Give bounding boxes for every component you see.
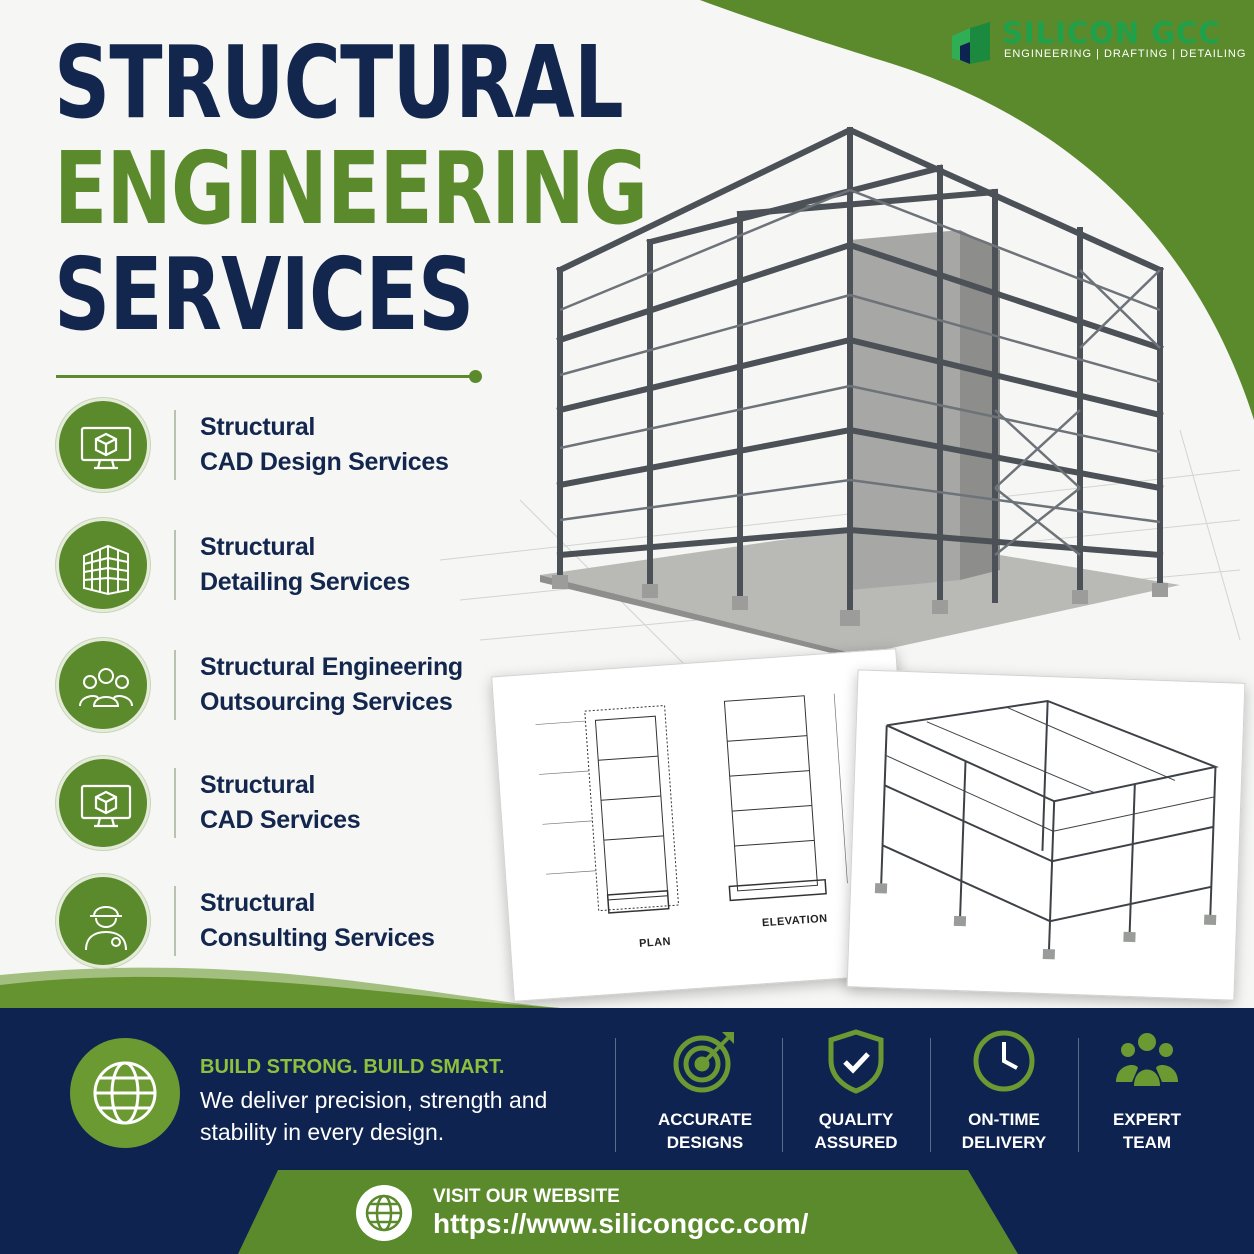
page-title: STRUCTURAL ENGINEERING SERVICES: [54, 30, 815, 348]
clock-icon: [973, 1030, 1035, 1092]
service-item-consulting[interactable]: Structural Consulting Services: [56, 874, 486, 970]
feature-line-2: ASSURED: [814, 1133, 898, 1152]
monitor-cube-icon: [80, 784, 132, 828]
target-icon: [673, 1032, 734, 1093]
feature-quality-assured: QUALITY ASSURED: [781, 1028, 931, 1158]
service-line-1: Structural: [200, 533, 316, 561]
slogan-headline: BUILD STRONG. BUILD SMART.: [200, 1056, 505, 1078]
feature-line-1: ON-TIME: [968, 1110, 1040, 1129]
service-line-1: Structural Engineering: [200, 653, 463, 681]
feature-expert-team: EXPERT TEAM: [1072, 1028, 1222, 1158]
brand-logo[interactable]: SILICON GCC ENGINEERING | DRAFTING | DET…: [946, 16, 1246, 66]
plan-elevation-drawing: PLAN ELEVATION: [491, 648, 919, 1002]
feature-line-2: DELIVERY: [961, 1133, 1047, 1152]
feature-accurate-designs: ACCURATE DESIGNS: [630, 1028, 780, 1158]
feature-line-2: DESIGNS: [666, 1133, 744, 1152]
service-item-outsourcing[interactable]: Structural Engineering Outsourcing Servi…: [56, 638, 486, 734]
title-line-2: ENGINEERING: [54, 130, 648, 247]
monitor-cube-icon: [80, 426, 132, 470]
globe-icon: [93, 1061, 157, 1125]
service-line-1: Structural: [200, 889, 316, 917]
website-url[interactable]: https://www.silicongcc.com/: [433, 1208, 809, 1239]
title-line-1: STRUCTURAL: [54, 24, 624, 141]
team-icon: [79, 668, 133, 707]
people-icon: [1116, 1033, 1178, 1086]
service-line-2: Detailing Services: [200, 568, 410, 596]
logo-tagline: ENGINEERING | DRAFTING | DETAILING: [1004, 48, 1247, 60]
service-item-cad[interactable]: Structural CAD Services: [56, 756, 486, 852]
feature-line-1: QUALITY: [818, 1110, 894, 1129]
service-line-2: CAD Services: [200, 806, 361, 834]
isometric-frame-drawing: [846, 669, 1246, 1001]
building-frame-icon: [83, 544, 129, 596]
title-divider: [56, 370, 482, 383]
logo-name: SILICON GCC: [1002, 16, 1221, 50]
title-line-3: SERVICES: [54, 236, 474, 353]
globe-icon: [365, 1194, 403, 1232]
service-line-2: Consulting Services: [200, 924, 435, 952]
feature-line-1: EXPERT: [1112, 1110, 1182, 1129]
service-item-cad-design[interactable]: Structural CAD Design Services: [56, 398, 486, 494]
shield-check-icon: [828, 1029, 884, 1094]
logo-mark-icon: [952, 22, 990, 64]
feature-line-1: ACCURATE: [657, 1110, 753, 1129]
feature-line-2: TEAM: [1122, 1133, 1172, 1152]
website-label: VISIT OUR WEBSITE: [433, 1186, 620, 1207]
website-link[interactable]: VISIT OUR WEBSITE https://www.silicongcc…: [238, 1170, 1018, 1254]
engineer-icon: [85, 906, 127, 951]
slogan-body: We deliver precision, strength and stabi…: [200, 1087, 548, 1145]
service-line-2: CAD Design Services: [200, 448, 449, 476]
service-line-1: Structural: [200, 413, 316, 441]
feature-on-time-delivery: ON-TIME DELIVERY: [929, 1028, 1079, 1158]
service-line-1: Structural: [200, 771, 316, 799]
plan-label: PLAN: [638, 935, 672, 950]
service-line-2: Outsourcing Services: [200, 688, 453, 716]
service-item-detailing[interactable]: Structural Detailing Services: [56, 518, 486, 614]
slogan-badge: [70, 1038, 180, 1148]
steel-building-illustration: [540, 126, 1180, 660]
